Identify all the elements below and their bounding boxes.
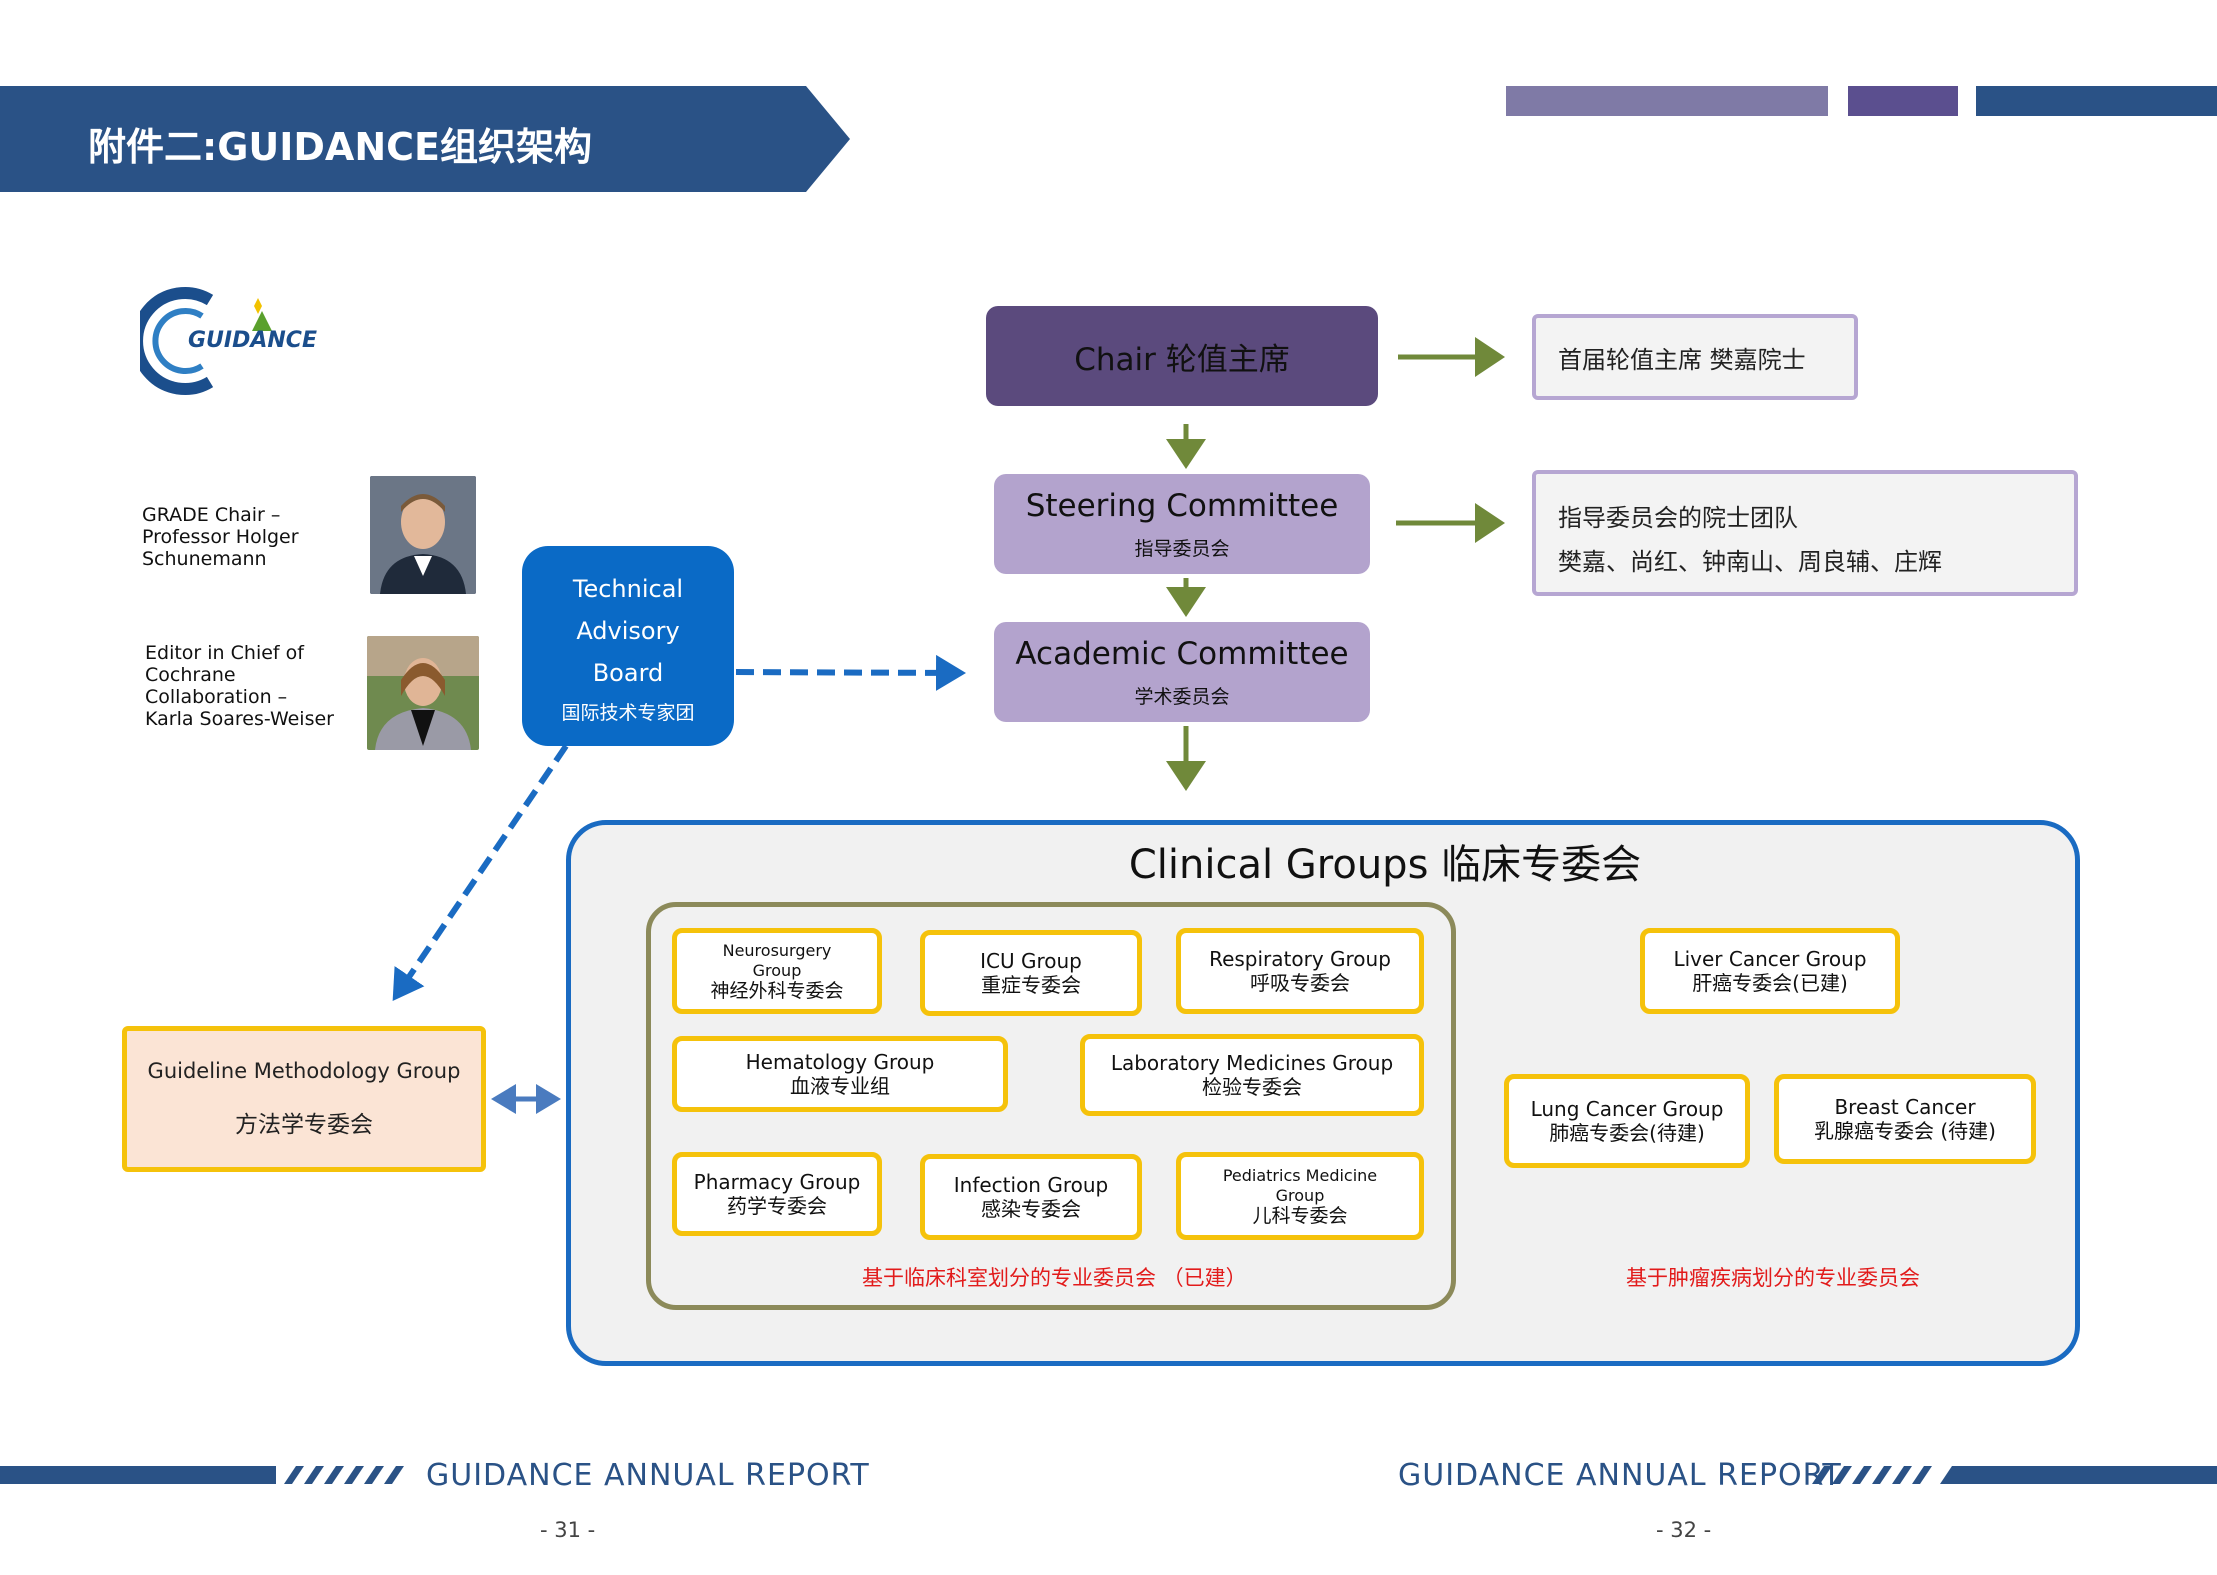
group-zh: 检验专委会 [1202,1075,1302,1099]
chair-label: Chair 轮值主席 [1074,341,1290,378]
group-en: Breast Cancer [1834,1095,1976,1119]
chair-box: Chair 轮值主席 [986,306,1378,406]
group-zh: 药学专委会 [727,1194,827,1218]
steering-note-line1: 指导委员会的院士团队 [1558,504,1798,532]
methodology-en: Guideline Methodology Group [147,1059,461,1083]
group-zh: 肺癌专委会(待建) [1549,1121,1705,1145]
header-deco-bar-3 [1976,86,2217,116]
group-en: Lung Cancer Group [1530,1097,1724,1121]
group-en: Hematology Group [745,1050,935,1074]
group-en: Neurosurgery Group [722,940,832,980]
chair-note: 首届轮值主席 樊嘉院士 [1532,314,1858,400]
group-hematology: Hematology Group 血液专业组 [672,1036,1008,1112]
group-zh: 感染专委会 [981,1197,1081,1221]
group-zh: 肝癌专委会(已建) [1692,971,1848,995]
arrow-tab-academic [735,654,966,691]
footer-right-text: GUIDANCE ANNUAL REPORT [1398,1458,1842,1493]
caption-line: Collaboration – [145,686,288,708]
caption-line: Cochrane [145,664,236,686]
group-zh: 乳腺癌专委会 (待建) [1814,1119,1996,1143]
group-en: ICU Group [980,949,1082,973]
caption-line: Editor in Chief of [145,642,304,664]
group-zh: 重症专委会 [981,973,1081,997]
header-deco-bar-2 [1848,86,1958,116]
header-banner [0,86,850,192]
page-number-right: - 32 - [1656,1518,1712,1542]
tab-line3: Board [592,658,664,687]
steering-zh: 指导委员会 [1134,537,1230,560]
group-laboratory: Laboratory Medicines Group 检验专委会 [1080,1034,1424,1116]
steering-en: Steering Committee [1025,487,1339,524]
group-zh: 儿科专委会 [1252,1204,1348,1227]
footer-stripes [0,1466,2217,1484]
steering-committee-box: Steering Committee 指导委员会 [994,474,1370,574]
header-deco-bar-1 [1506,86,1828,116]
person-caption-2: Editor in Chief of Cochrane Collaboratio… [145,642,334,730]
clinical-title: Clinical Groups 临床专委会 [1128,842,1642,888]
caption-line: Karla Soares-Weiser [145,708,334,730]
group-liver-cancer: Liver Cancer Group 肝癌专委会(已建) [1640,928,1900,1014]
academic-zh: 学术委员会 [1134,685,1230,708]
person-photo-icon [367,636,479,750]
group-en: Pediatrics Medicine Group [1222,1165,1378,1205]
group-zh: 神经外科专委会 [710,979,844,1002]
steering-note: 指导委员会的院士团队 樊嘉、尚红、钟南山、周良辅、庄辉 [1532,470,2078,596]
group-respiratory: Respiratory Group 呼吸专委会 [1176,928,1424,1014]
tab-line1: Technical [572,574,684,603]
group-icu: ICU Group 重症专委会 [920,930,1142,1016]
department-groups-frame [646,902,1456,1310]
group-breast-cancer: Breast Cancer 乳腺癌专委会 (待建) [1774,1074,2036,1164]
chair-note-text: 首届轮值主席 樊嘉院士 [1558,345,1806,374]
tab-line2: Advisory [576,616,680,645]
arrow-tab-methodology [392,744,569,1001]
methodology-zh: 方法学专委会 [235,1112,373,1138]
logo-text: GUIDANCE [188,328,317,353]
group-en: Liver Cancer Group [1673,947,1867,971]
group-en: Respiratory Group [1209,947,1391,971]
tumor-caption: 基于肿瘤疾病划分的专业委员会 [1626,1266,1920,1290]
group-pediatrics: Pediatrics Medicine Group 儿科专委会 [1176,1152,1424,1240]
group-neurosurgery: Neurosurgery Group 神经外科专委会 [672,928,882,1014]
tab-zh: 国际技术专家团 [561,701,695,724]
methodology-group-box: Guideline Methodology Group 方法学专委会 [122,1026,486,1172]
caption-line: GRADE Chair – [142,504,281,526]
person-photo-icon [370,476,476,594]
group-infection: Infection Group 感染专委会 [920,1154,1142,1240]
group-en: Infection Group [953,1173,1109,1197]
group-lung-cancer: Lung Cancer Group 肺癌专委会(待建) [1504,1074,1750,1168]
page-number-left: - 31 - [540,1518,596,1542]
page-title: 附件二:GUIDANCE组织架构 [88,125,592,169]
group-en: Pharmacy Group [693,1170,861,1194]
caption-line: Schunemann [142,548,267,570]
steering-note-line2: 樊嘉、尚红、钟南山、周良辅、庄辉 [1558,548,1942,576]
person-caption-1: GRADE Chair – Professor Holger Schuneman… [142,504,299,570]
technical-advisory-board: Technical Advisory Board 国际技术专家团 [522,546,734,746]
academic-committee-box: Academic Committee 学术委员会 [994,622,1370,722]
department-caption: 基于临床科室划分的专业委员会 （已建） [862,1266,1247,1290]
group-pharmacy: Pharmacy Group 药学专委会 [672,1152,882,1236]
group-zh: 血液专业组 [790,1074,890,1098]
footer-left-text: GUIDANCE ANNUAL REPORT [426,1458,870,1493]
group-en: Laboratory Medicines Group [1110,1051,1394,1075]
academic-en: Academic Committee [1015,635,1349,672]
caption-line: Professor Holger [142,526,299,548]
group-zh: 呼吸专委会 [1250,971,1350,995]
